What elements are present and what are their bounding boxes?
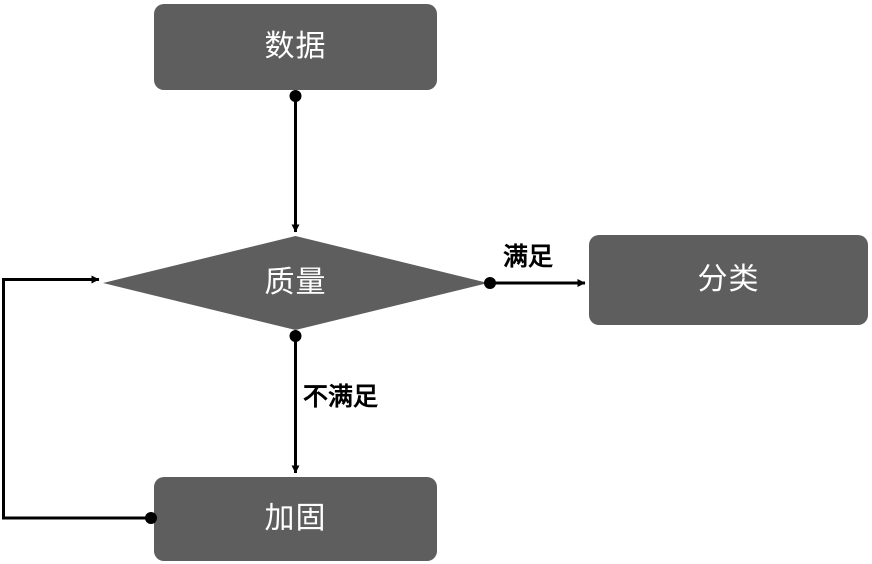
edge-quality-to-reinforce (289, 330, 302, 474)
node-reinforce-shape[interactable] (154, 477, 437, 561)
node-classify[interactable] (589, 235, 868, 325)
node-quality[interactable] (103, 236, 488, 330)
edge-data-to-quality (289, 90, 302, 233)
node-data[interactable] (154, 4, 437, 90)
edge-label-not-satisfied: 不满足 (303, 383, 379, 411)
edge-reinforce-to-quality (2, 275, 157, 524)
node-reinforce[interactable] (154, 477, 437, 561)
node-classify-shape[interactable] (589, 235, 868, 325)
edge-label-satisfied: 满足 (503, 243, 554, 271)
edge-quality-to-classify (484, 277, 586, 289)
node-quality-shape[interactable] (103, 236, 488, 330)
node-data-shape[interactable] (154, 4, 437, 90)
